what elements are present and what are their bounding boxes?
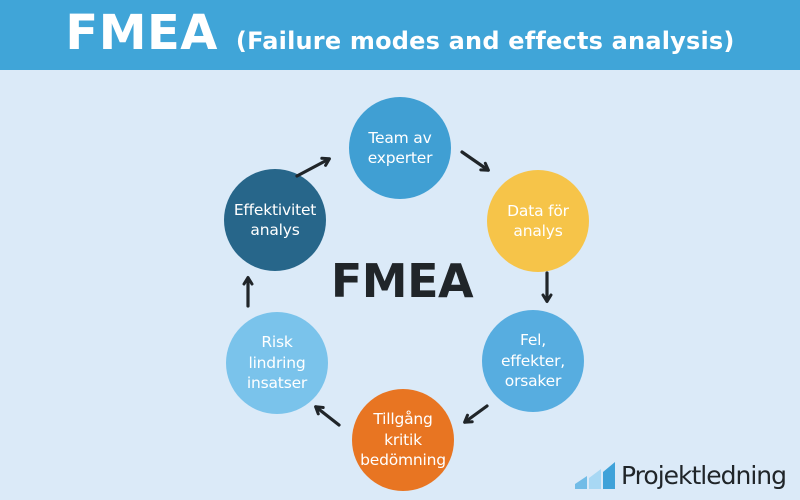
cycle-node-fel-effekter-orsaker: Fel, effekter, orsaker — [482, 310, 584, 412]
arrow-effektivitet-to-team — [295, 156, 331, 178]
node-label: Data för analys — [507, 201, 569, 240]
arrow-fel-to-tillgang — [463, 404, 489, 424]
logo-text: Projektledning — [621, 461, 787, 490]
cycle-node-data-for-analys: Data för analys — [487, 170, 589, 272]
logo-bar-1 — [575, 476, 588, 489]
node-label: Fel, effekter, orsaker — [500, 331, 566, 391]
header-subtitle: (Failure modes and effects analysis) — [235, 27, 735, 55]
cycle-node-risk-lindring-insatser: Risk lindring insatser — [226, 312, 328, 414]
arrow-team-to-data — [460, 150, 490, 172]
fmea-cycle-diagram: Team av experter Data för analys Fel, ef… — [0, 70, 800, 500]
node-label: Tillgång kritik bedömning — [360, 410, 446, 470]
cycle-node-team-av-experter: Team av experter — [349, 97, 451, 199]
cycle-node-effektivitet-analys: Effektivitet analys — [224, 169, 326, 271]
arrow-tillgang-to-risk — [314, 405, 341, 427]
center-label: FMEA — [330, 254, 474, 308]
node-label: Team av experter — [367, 128, 433, 167]
bar-chart-logo-icon — [575, 462, 616, 489]
header-title: FMEA — [65, 5, 218, 61]
logo-bar-3 — [603, 462, 616, 489]
projektledning-logo: Projektledning — [575, 461, 787, 490]
header-banner: FMEA (Failure modes and effects analysis… — [0, 0, 800, 70]
node-label: Effektivitet analys — [233, 200, 317, 239]
cycle-arrows — [242, 150, 553, 427]
logo-bar-2 — [589, 469, 602, 489]
node-label: Risk lindring insatser — [246, 333, 308, 393]
cycle-node-tillgang-kritik-bedomning: Tillgång kritik bedömning — [352, 389, 454, 491]
